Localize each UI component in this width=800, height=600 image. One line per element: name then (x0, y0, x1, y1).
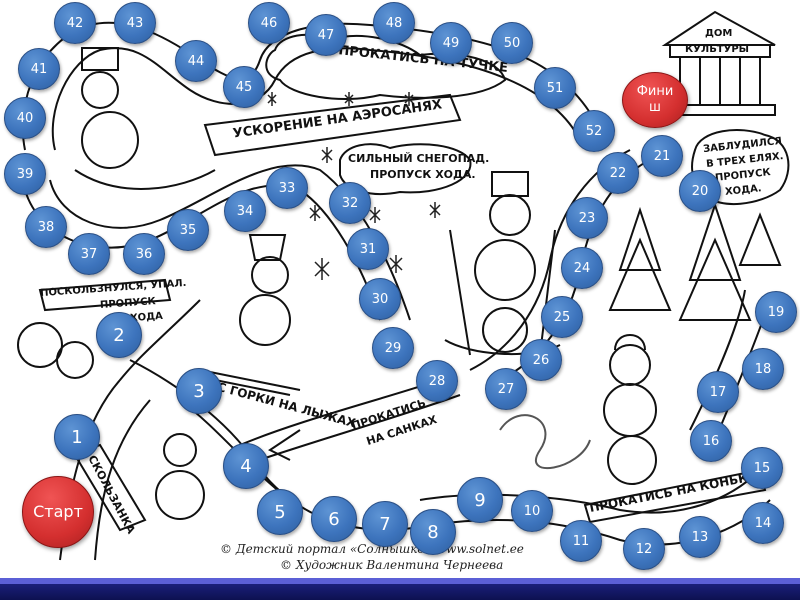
board-space-2[interactable]: 2 (96, 312, 142, 358)
board-space-52[interactable]: 52 (573, 110, 615, 152)
board-space-15[interactable]: 15 (741, 447, 783, 489)
board-space-38[interactable]: 38 (25, 206, 67, 248)
board-space-14[interactable]: 14 (742, 502, 784, 544)
start-space[interactable]: Старт (22, 476, 94, 548)
board-space-24[interactable]: 24 (561, 247, 603, 289)
board-space-3[interactable]: 3 (176, 368, 222, 414)
snowfall-label-1: СИЛЬНЫЙ СНЕГОПАД. (348, 152, 490, 165)
board-space-20[interactable]: 20 (679, 170, 721, 212)
board-space-49[interactable]: 49 (430, 22, 472, 64)
board-space-19[interactable]: 19 (755, 291, 797, 333)
credit-line-1: © Детский портал «Солнышко» www.solnet.e… (220, 542, 524, 556)
board-space-40[interactable]: 40 (4, 97, 46, 139)
board-space-4[interactable]: 4 (223, 443, 269, 489)
board-space-31[interactable]: 31 (347, 228, 389, 270)
board-space-28[interactable]: 28 (416, 360, 458, 402)
board-space-12[interactable]: 12 (623, 528, 665, 570)
board-space-51[interactable]: 51 (534, 67, 576, 109)
board-space-34[interactable]: 34 (224, 190, 266, 232)
board-space-6[interactable]: 6 (311, 496, 357, 542)
board-space-8[interactable]: 8 (410, 509, 456, 555)
board-space-11[interactable]: 11 (560, 520, 602, 562)
board-space-13[interactable]: 13 (679, 516, 721, 558)
board-space-47[interactable]: 47 (305, 14, 347, 56)
board-space-27[interactable]: 27 (485, 368, 527, 410)
board-space-1[interactable]: 1 (54, 414, 100, 460)
board-space-45[interactable]: 45 (223, 66, 265, 108)
board-space-23[interactable]: 23 (566, 197, 608, 239)
board-space-36[interactable]: 36 (123, 233, 165, 275)
board-space-42[interactable]: 42 (54, 2, 96, 44)
board-space-18[interactable]: 18 (742, 348, 784, 390)
board-space-17[interactable]: 17 (697, 371, 739, 413)
board-space-25[interactable]: 25 (541, 296, 583, 338)
board-space-5[interactable]: 5 (257, 489, 303, 535)
board-space-22[interactable]: 22 (597, 152, 639, 194)
board-space-39[interactable]: 39 (4, 153, 46, 195)
board-space-29[interactable]: 29 (372, 327, 414, 369)
board-space-48[interactable]: 48 (373, 2, 415, 44)
board-space-46[interactable]: 46 (248, 2, 290, 44)
board-space-9[interactable]: 9 (457, 477, 503, 523)
board-space-10[interactable]: 10 (511, 490, 553, 532)
bottom-stripe-light (0, 578, 800, 584)
board-space-50[interactable]: 50 (491, 22, 533, 64)
board-space-21[interactable]: 21 (641, 135, 683, 177)
board-space-32[interactable]: 32 (329, 182, 371, 224)
snowfall-label-2: ПРОПУСК ХОДА. (370, 168, 476, 181)
board-space-44[interactable]: 44 (175, 40, 217, 82)
board-space-16[interactable]: 16 (690, 420, 732, 462)
board-space-35[interactable]: 35 (167, 209, 209, 251)
board-space-26[interactable]: 26 (520, 339, 562, 381)
board-space-7[interactable]: 7 (362, 501, 408, 547)
board-space-30[interactable]: 30 (359, 278, 401, 320)
house-label-2: КУЛЬТУРЫ (685, 44, 750, 55)
board-space-41[interactable]: 41 (18, 48, 60, 90)
credit-line-2: © Художник Валентина Чернеева (280, 558, 504, 572)
game-board: ПРОКАТИСЬ НА ТУЧКЕ УСКОРЕНИЕ НА АЭРОСАНЯ… (4, 2, 797, 572)
house-label-1: ДОМ (705, 28, 733, 39)
board-space-43[interactable]: 43 (114, 2, 156, 44)
board-space-33[interactable]: 33 (266, 167, 308, 209)
bottom-stripe-dark (0, 584, 800, 600)
finish-space[interactable]: Финиш (622, 72, 688, 128)
board-space-37[interactable]: 37 (68, 233, 110, 275)
